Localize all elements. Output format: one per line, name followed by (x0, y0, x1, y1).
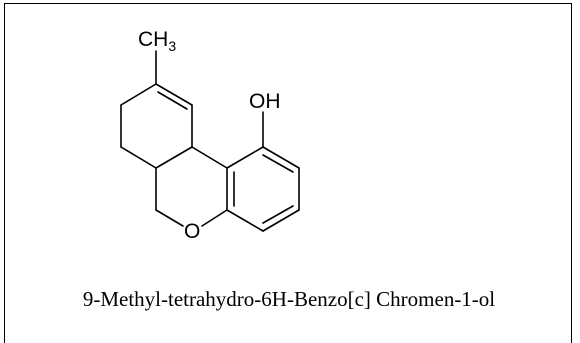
bond-c6a-c10a (155, 146, 193, 169)
bond-c4-c3-double (262, 205, 294, 224)
ether-oxygen-label: O (184, 220, 200, 243)
figure-frame: CH3 OH O 9-Methyl-tetrahydro-6H-Benzo[c]… (4, 3, 572, 343)
bond-c9-c10-double (157, 91, 188, 110)
bond-c4-c3 (262, 209, 300, 232)
chemical-structure: CH3 OH O (120, 28, 300, 243)
bond-c7-c6a (120, 146, 157, 169)
bond-c2-c1 (262, 146, 300, 169)
bond-c10a-c10b (191, 146, 228, 169)
methyl-label: CH3 (138, 28, 176, 54)
bond-c9-c10 (155, 83, 193, 106)
bond-c6-o5 (155, 209, 184, 227)
bond-o5-c4a (201, 209, 228, 227)
bond-c1-c10b (226, 146, 264, 169)
hydroxyl-label: OH (249, 90, 281, 113)
bond-c4a-c4 (226, 209, 264, 232)
bond-c9-c8 (120, 83, 157, 106)
compound-name-caption: 9-Methyl-tetrahydro-6H-Benzo[c] Chromen-… (82, 287, 496, 311)
bond-c2-c1-double (262, 154, 294, 173)
